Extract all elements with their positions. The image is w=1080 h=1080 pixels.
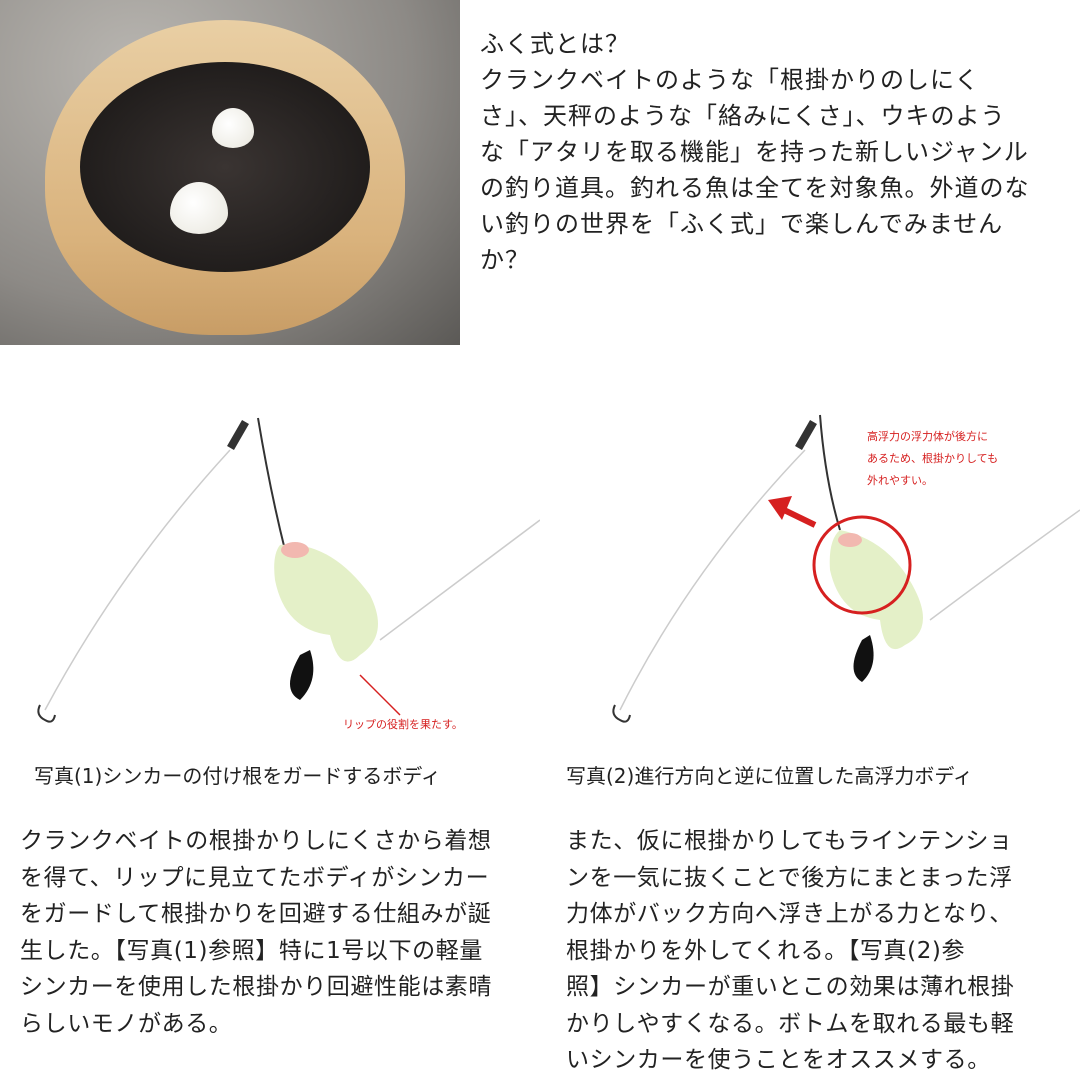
paragraph-line: らしいモノがある。	[20, 1010, 233, 1037]
paragraph-line: また、仮に根掛かりしてもラインテンショ	[566, 828, 1013, 854]
figure2-note: 高浮力の浮力体が後方に あるため、根掛かりしても 外れやすい。	[867, 426, 998, 492]
paragraph-line: 根掛かりを外してくれる。【写真(2)参	[566, 937, 966, 964]
paragraph-line: クランクベイトの根掛かりしにくさから着想	[20, 828, 492, 854]
lure-small	[212, 108, 254, 148]
paragraph-line: いシンカーを使うことをオススメする。	[566, 1047, 991, 1073]
note-line: 高浮力の浮力体が後方に	[867, 430, 988, 443]
intro-line: か？	[480, 246, 530, 274]
paragraph-line: を得て、リップに見立てたボディがシンカー	[20, 864, 490, 891]
left-paragraph: クランクベイトの根掛かりしにくさから着想 を得て、リップに見立てたボディがシンカ…	[20, 823, 492, 1042]
intro-line: い釣りの世界を「ふく式」で楽しんでみません	[480, 210, 1004, 238]
paragraph-line: 照】シンカーが重いとこの効果は薄れ根掛	[566, 974, 1015, 1000]
paragraph-line: をガードして根掛かりを回避する仕組みが誕	[20, 901, 492, 927]
figure1-caption: 写真(1)シンカーの付け根をガードするボディ	[34, 764, 441, 788]
note-line: 外れやすい。	[867, 474, 933, 487]
intro-line: の釣り道具。釣れる魚は全てを対象魚。外道のな	[480, 174, 1030, 202]
figure2-illustration	[612, 414, 1080, 723]
right-paragraph: また、仮に根掛かりしてもラインテンショ ンを一気に抜くことで後方にまとまった浮 …	[566, 823, 1014, 1079]
paragraph-line: シンカーを使用した根掛かり回避性能は素晴	[20, 974, 492, 1000]
intro-text: ふく式とは？ クランクベイトのような「根掛かりのしにく さ」、天秤のような「絡み…	[480, 26, 1030, 278]
note-line: あるため、根掛かりしても	[867, 452, 999, 465]
water	[80, 62, 370, 272]
figure1-illustration	[37, 417, 540, 723]
paragraph-line: かりしやすくなる。ボトムを取れる最も軽	[566, 1010, 1015, 1037]
paragraph-line: 力体がバック方向へ浮き上がる力となり、	[566, 901, 1013, 927]
bucket-photo	[0, 0, 460, 345]
intro-line: ふく式とは？	[480, 30, 630, 58]
paragraph-line: 生した。【写真(1)参照】特に1号以下の軽量	[20, 937, 483, 964]
figure2-caption: 写真(2)進行方向と逆に位置した高浮力ボディ	[566, 764, 973, 788]
paragraph-line: ンを一気に抜くことで後方にまとまった浮	[566, 864, 1013, 891]
intro-line: クランクベイトのような「根掛かりのしにく	[480, 66, 980, 94]
figure1-note: リップの役割を果たす。	[343, 718, 463, 731]
intro-line: さ」、天秤のような「絡みにくさ」、ウキのよう	[480, 102, 1006, 130]
intro-line: な「アタリを取る機能」を持った新しいジャンル	[480, 138, 1029, 166]
lure-large	[170, 182, 228, 234]
